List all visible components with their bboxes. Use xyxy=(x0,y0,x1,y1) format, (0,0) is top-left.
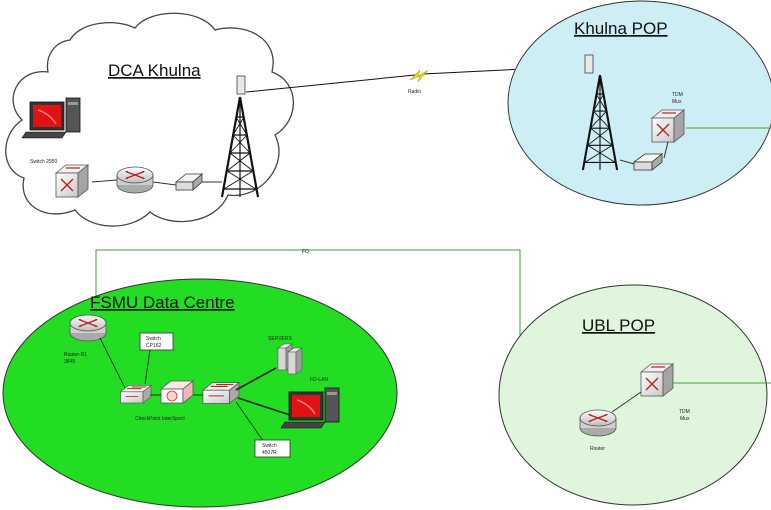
fsmu-title: FSMU Data Centre xyxy=(90,293,235,312)
switch-4507r-label-2: 4507R xyxy=(262,450,277,456)
tdm-khulna-label-2: Mux xyxy=(672,99,682,105)
khulna-link xyxy=(663,141,669,159)
fo-label: FO xyxy=(302,249,309,255)
switch-4507r-label-1: Switch xyxy=(262,443,277,449)
tdm-ubl-label-1: TDM xyxy=(679,409,690,415)
checkpoint-interspect-icon xyxy=(159,380,195,404)
router-r1-label-1: Router-R1 xyxy=(64,352,87,358)
router-icon xyxy=(579,409,617,437)
ubl-router-label: Router xyxy=(590,446,605,452)
callout-line xyxy=(144,349,151,385)
switch-cp-callout xyxy=(139,332,174,351)
fd-lan-computer-icon xyxy=(280,387,340,429)
ubl-pop-zone xyxy=(498,284,768,506)
router-r1-label-2: 3845 xyxy=(64,359,75,365)
checkpoint-label: CheckPoint InterSpect xyxy=(135,416,185,422)
khulna-link xyxy=(619,159,635,165)
servers-icon xyxy=(277,343,303,375)
fd-lan-label: FD-LAN xyxy=(310,377,328,383)
antenna-icon xyxy=(236,75,246,95)
modem-icon xyxy=(632,153,664,171)
modem-icon xyxy=(174,173,204,191)
switch-dca-label: Switch 2950 xyxy=(30,159,57,165)
switch-4507r-icon xyxy=(202,382,240,405)
switch-cp162-icon xyxy=(120,384,152,404)
antenna-icon xyxy=(584,54,594,74)
switch-4507r-callout xyxy=(254,439,291,458)
khulna-pop-title: Khulna POP xyxy=(574,19,668,38)
tdm-mux-icon xyxy=(651,109,685,143)
khulna-pop-zone xyxy=(507,0,771,206)
dca-khulna-title: DCA Khulna xyxy=(108,61,201,80)
lightning-icon xyxy=(409,69,429,83)
dca-links xyxy=(91,179,222,186)
radio-label: Radio xyxy=(408,89,421,95)
tdm-khulna-label-1: TDM xyxy=(672,92,683,98)
router-r1-icon xyxy=(69,314,107,342)
ubl-link xyxy=(611,391,642,413)
tdm-ubl-label-2: Mux xyxy=(680,416,690,422)
switch-cp-label-2: CP162 xyxy=(146,343,162,349)
switch-icon xyxy=(55,164,89,198)
fsmu-links xyxy=(99,337,291,446)
router-icon xyxy=(116,166,154,194)
ubl-pop-title: UBL POP xyxy=(582,316,655,335)
computer-icon xyxy=(21,97,81,139)
switch-cp-label-1: Switch xyxy=(146,336,161,342)
tdm-mux-icon xyxy=(640,363,674,397)
servers-label: SERVERS xyxy=(268,336,292,342)
